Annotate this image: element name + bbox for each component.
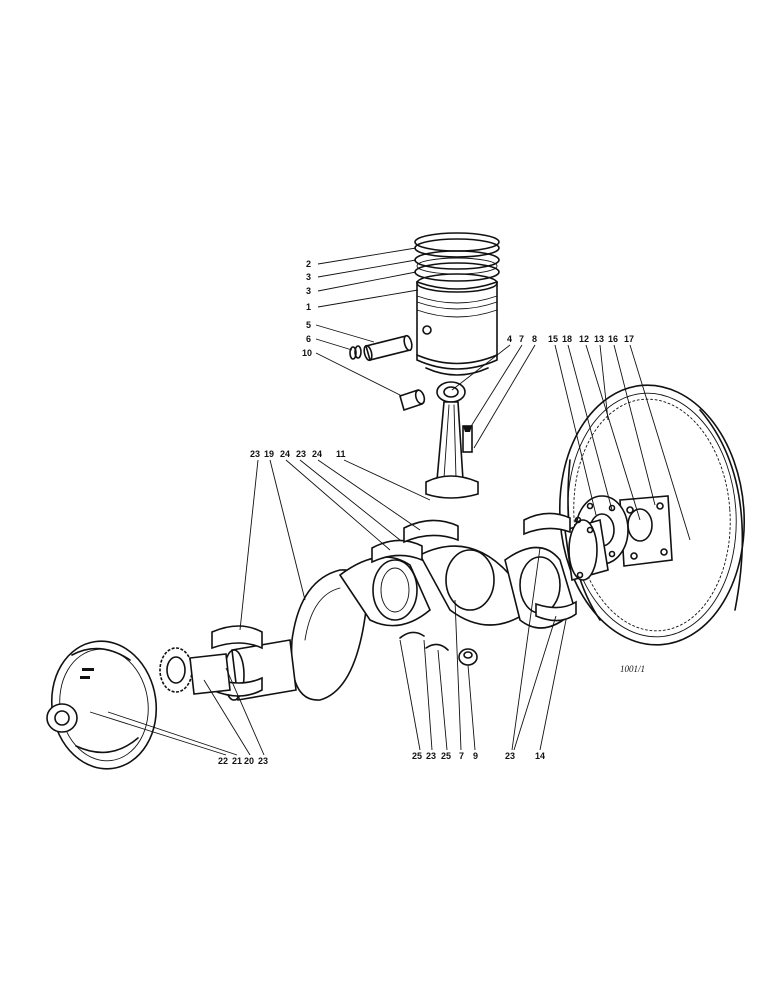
callout-14: 14 <box>535 751 545 761</box>
callout-8: 8 <box>532 334 537 344</box>
callout-20: 20 <box>244 756 254 766</box>
callout-9: 9 <box>473 751 478 761</box>
callout-17: 17 <box>624 334 634 344</box>
piston <box>416 273 498 376</box>
callout-3: 3 <box>306 272 311 282</box>
callout-25: 25 <box>412 751 422 761</box>
callout-15: 15 <box>548 334 558 344</box>
callout-25: 25 <box>441 751 451 761</box>
connecting-rod <box>425 381 479 499</box>
callout-labels: 2 3 3 1 5 6 10 4 7 8 15 18 12 13 16 17 2… <box>218 259 645 766</box>
thrust-washers <box>399 631 449 651</box>
callout-5: 5 <box>306 320 311 330</box>
figure-reference: 1001/1 <box>620 664 645 674</box>
callout-19: 19 <box>264 449 274 459</box>
small-end-bush <box>399 388 426 412</box>
main-bearing-shells <box>211 512 577 697</box>
callout-3: 3 <box>306 286 311 296</box>
callout-24: 24 <box>312 449 322 459</box>
crankshaft <box>223 516 609 701</box>
callout-21: 21 <box>232 756 242 766</box>
callout-4: 4 <box>507 334 512 344</box>
callout-7: 7 <box>459 751 464 761</box>
callout-16: 16 <box>608 334 618 344</box>
callout-6: 6 <box>306 334 311 344</box>
callout-7: 7 <box>519 334 524 344</box>
callout-10: 10 <box>302 348 312 358</box>
callout-13: 13 <box>594 334 604 344</box>
callout-18: 18 <box>562 334 572 344</box>
crankshaft-pulley <box>46 640 158 770</box>
callout-11: 11 <box>336 449 346 459</box>
callout-23: 23 <box>250 449 260 459</box>
callout-23: 23 <box>505 751 515 761</box>
big-end-nut <box>458 648 478 666</box>
callout-12: 12 <box>579 334 589 344</box>
callout-1: 1 <box>306 302 311 312</box>
gudgeon-pin <box>363 334 413 362</box>
callout-23: 23 <box>426 751 436 761</box>
callout-23: 23 <box>258 756 268 766</box>
callout-2: 2 <box>306 259 311 269</box>
leader-lines <box>89 247 691 756</box>
circlips <box>349 345 362 360</box>
callout-23: 23 <box>296 449 306 459</box>
callout-24: 24 <box>280 449 290 459</box>
crankshaft-timing-gear <box>159 647 231 695</box>
flywheel <box>558 384 746 646</box>
piston-assembly <box>349 232 500 499</box>
callout-22: 22 <box>218 756 228 766</box>
